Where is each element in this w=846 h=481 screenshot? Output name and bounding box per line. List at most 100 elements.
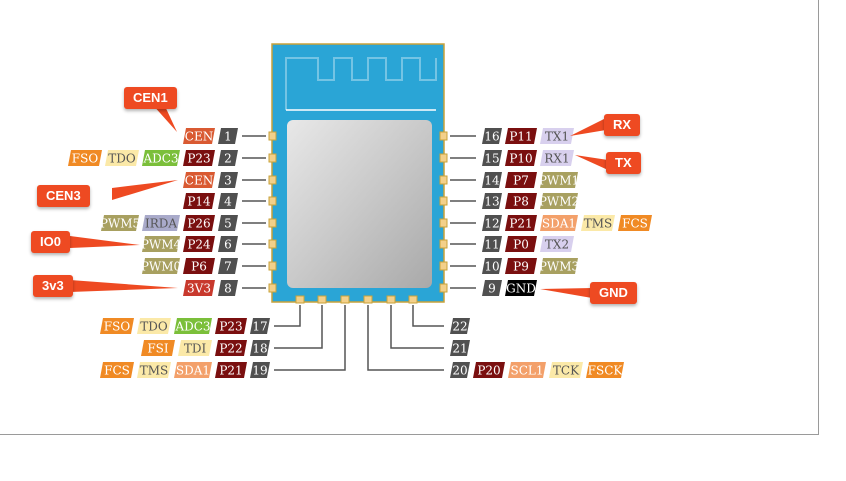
wire-bottom-18 xyxy=(274,305,323,349)
left_pins-pin-3-number-bg xyxy=(218,172,238,188)
pad-bottom-17 xyxy=(295,295,305,304)
wire-bottom-20 xyxy=(367,305,444,371)
callout-io0-pointer xyxy=(70,236,140,248)
bottom_left_pins-pin-18-label-2-bg xyxy=(141,340,175,356)
bottom_right_pins-pin-21-number-bg xyxy=(450,340,470,356)
bottom_left_pins-pin-18-label-1: TDI xyxy=(184,342,207,356)
bottom_right_pins-pin-20-number-bg xyxy=(450,362,470,378)
left_pins-pin-2-label-2: TDO xyxy=(108,152,136,166)
right_pins-pin-15-label-1-bg xyxy=(540,150,574,166)
right_pins-pin-16-label-0-bg xyxy=(505,128,537,144)
left_pins-pin-8-number-bg xyxy=(218,280,238,296)
wire-bottom-21 xyxy=(390,305,444,349)
bottom_left_pins-pin-17-label-3-bg xyxy=(100,318,134,334)
antenna-trace xyxy=(285,57,437,110)
wire-bottom-19 xyxy=(274,305,346,371)
right_pins-pin-12-label-1: SDA1 xyxy=(542,217,576,231)
left_pins-pin-5-label-1-bg xyxy=(142,215,180,231)
left_pins-pin-5-label-0: P26 xyxy=(187,217,210,231)
bottom_right_pins-pin-20-label-0: P20 xyxy=(477,364,500,378)
right_pins-pin-10-label-0: P9 xyxy=(513,260,529,274)
pad-right-9 xyxy=(439,283,448,293)
right_pins-pin-10-label-1: PWM3 xyxy=(539,260,579,274)
left_pins-pin-2-label-1-bg xyxy=(142,150,180,166)
right_pins-pin-11-label-1: TX2 xyxy=(545,238,569,252)
right_pins-pin-12-label-2-bg xyxy=(581,215,615,231)
right_pins-pin-14-label-1: PWM1 xyxy=(539,174,579,188)
bottom_left_pins-pin-18-label-2: FSI xyxy=(147,342,169,356)
left_pins-pin-6-number: 6 xyxy=(224,238,232,252)
left_pins-pin-4-label-0-bg xyxy=(183,193,215,209)
right_pins-pin-16-label-1: TX1 xyxy=(545,130,569,144)
bottom_left_pins-pin-17-label-2: TDO xyxy=(140,320,168,334)
right_pins-pin-13-label-1: PWM2 xyxy=(539,195,579,209)
bottom_right_pins-pin-20-label-3-bg xyxy=(586,362,624,378)
right_pins-pin-14-label-0-bg xyxy=(505,172,537,188)
right_pins-pin-15-number-bg xyxy=(482,150,502,166)
callout-3v3-pointer xyxy=(70,280,178,292)
pad-bottom-20 xyxy=(363,295,373,304)
right_pins-pin-15-label-0-bg xyxy=(505,150,537,166)
bottom_left_pins-pin-17-label-2-bg xyxy=(137,318,171,334)
right_pins-pin-12-label-2: TMS xyxy=(584,217,613,231)
callout-cen1-pointer xyxy=(152,104,177,132)
right_pins-pin-9-label-0: GND xyxy=(506,282,536,296)
bottom_right_pins-pin-21-number: 21 xyxy=(452,342,467,356)
pad-right-12 xyxy=(439,218,448,228)
left_pins-pin-5-label-0-bg xyxy=(183,215,215,231)
right_pins-pin-12-label-0: P21 xyxy=(509,217,532,231)
left_pins-pin-4-number: 4 xyxy=(224,195,232,209)
callout-tx-pointer xyxy=(575,155,608,170)
right_pins-pin-14-number-bg xyxy=(482,172,502,188)
bottom_left_pins-pin-18-label-0-bg xyxy=(215,340,247,356)
right_pins-pin-9-label-0-bg xyxy=(505,280,537,296)
left_pins-pin-2-label-2-bg xyxy=(105,150,139,166)
pad-right-14 xyxy=(439,175,448,185)
bottom_right_pins-pin-20-label-3: FSCK xyxy=(588,364,624,378)
left_pins-pin-2-label-0-bg xyxy=(183,150,215,166)
pad-right-16 xyxy=(439,131,448,141)
callout-cen3-pointer xyxy=(112,180,178,200)
left_pins-pin-5-label-2-bg xyxy=(101,215,139,231)
left_pins-pin-8-number: 8 xyxy=(224,282,232,296)
left_pins-pin-5-number: 5 xyxy=(224,217,232,231)
left_pins-pin-6-label-0: P24 xyxy=(187,238,211,252)
bottom_left_pins-pin-19-number: 19 xyxy=(252,364,267,378)
left_pins-pin-6-label-1-bg xyxy=(142,236,180,252)
pad-left-6 xyxy=(268,239,277,249)
callout-3v3: 3v3 xyxy=(33,275,73,297)
left_pins-pin-2-number: 2 xyxy=(224,152,232,166)
bottom_right_pins-pin-20-number: 20 xyxy=(452,364,467,378)
pad-left-2 xyxy=(268,153,277,163)
left_pins-pin-1-label-0-bg xyxy=(183,128,215,144)
left_pins-pin-1-number-bg xyxy=(218,128,238,144)
bottom_left_pins-pin-19-label-3-bg xyxy=(100,362,134,378)
callout-cen3: CEN3 xyxy=(37,185,90,207)
left_pins-pin-4-number-bg xyxy=(218,193,238,209)
bottom_right_pins-pin-20-label-2-bg xyxy=(549,362,583,378)
bottom_left_pins-pin-18-number: 18 xyxy=(252,342,267,356)
bottom_left_pins-pin-19-label-0: P21 xyxy=(219,364,242,378)
left_pins-pin-8-label-0: 3V3 xyxy=(187,282,211,296)
right_pins-pin-12-label-1-bg xyxy=(540,215,578,231)
left_pins-pin-2-label-3-bg xyxy=(68,150,102,166)
pad-left-3 xyxy=(268,175,277,185)
right_pins-pin-12-number-bg xyxy=(482,215,502,231)
bottom_left_pins-pin-17-label-1-bg xyxy=(174,318,212,334)
right_pins-pin-11-number: 11 xyxy=(484,238,499,252)
left_pins-pin-3-label-0-bg xyxy=(183,172,215,188)
pad-left-4 xyxy=(268,196,277,206)
pad-left-8 xyxy=(268,283,277,293)
bottom_left_pins-pin-17-label-0: P23 xyxy=(219,320,242,334)
pad-left-7 xyxy=(268,261,277,271)
left_pins-pin-6-label-0-bg xyxy=(183,236,215,252)
left_pins-pin-3-number: 3 xyxy=(224,174,232,188)
right_pins-pin-13-label-0: P8 xyxy=(513,195,529,209)
bottom_left_pins-pin-17-number-bg xyxy=(250,318,270,334)
left_pins-pin-7-label-0: P6 xyxy=(191,260,207,274)
right_pins-pin-15-number: 15 xyxy=(484,152,499,166)
right_pins-pin-12-label-0-bg xyxy=(505,215,537,231)
callout-rx-pointer xyxy=(570,118,606,136)
right_pins-pin-12-label-3-bg xyxy=(618,215,652,231)
